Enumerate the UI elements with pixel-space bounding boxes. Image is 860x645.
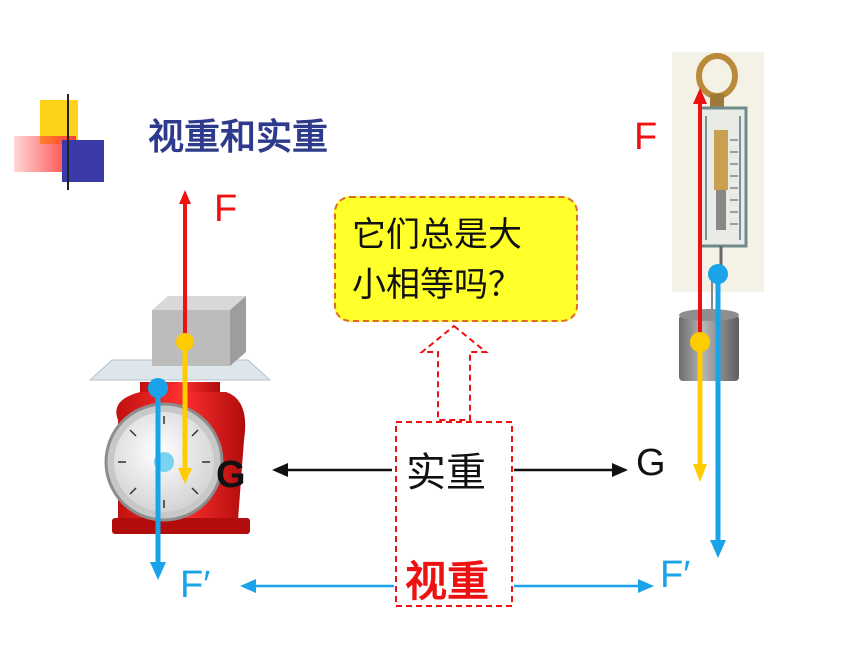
apparent-weight-arrow-right xyxy=(514,579,654,593)
label-f-prime-right: F′ xyxy=(660,554,691,596)
label-f-left: F xyxy=(214,188,238,230)
gravity-g-arrow-right xyxy=(690,332,710,482)
label-f-prime-left: F′ xyxy=(180,564,211,606)
real-weight-arrow-left xyxy=(272,463,392,477)
question-line-1: 它们总是大 xyxy=(352,215,522,255)
label-g-left: G xyxy=(216,454,246,496)
force-f-arrow-left xyxy=(179,190,191,342)
question-bubble xyxy=(334,196,578,322)
scale-dial-ticks xyxy=(118,416,210,508)
kitchen-scale xyxy=(88,296,272,534)
page-title: 视重和实重 xyxy=(148,117,329,158)
question-line-2: 小相等吗？ xyxy=(352,265,522,305)
apparent-weight-arrow-left xyxy=(240,579,394,593)
force-f-arrow-right xyxy=(693,88,707,342)
support-f-prime-arrow-right xyxy=(708,264,728,558)
label-f-right: F xyxy=(634,116,658,158)
gravity-g-arrow-left xyxy=(176,333,194,484)
real-weight-label: 实重 xyxy=(406,450,486,496)
spring-balance-scale-marks xyxy=(730,139,738,225)
question-text: 它们总是大 小相等吗？ xyxy=(352,210,570,310)
dashed-up-arrow xyxy=(419,324,489,421)
label-g-right: G xyxy=(636,442,666,484)
spring-balance xyxy=(672,52,764,381)
real-weight-arrow-right xyxy=(514,463,628,477)
apparent-weight-label: 视重 xyxy=(405,557,490,606)
support-f-prime-arrow-left xyxy=(148,378,168,580)
